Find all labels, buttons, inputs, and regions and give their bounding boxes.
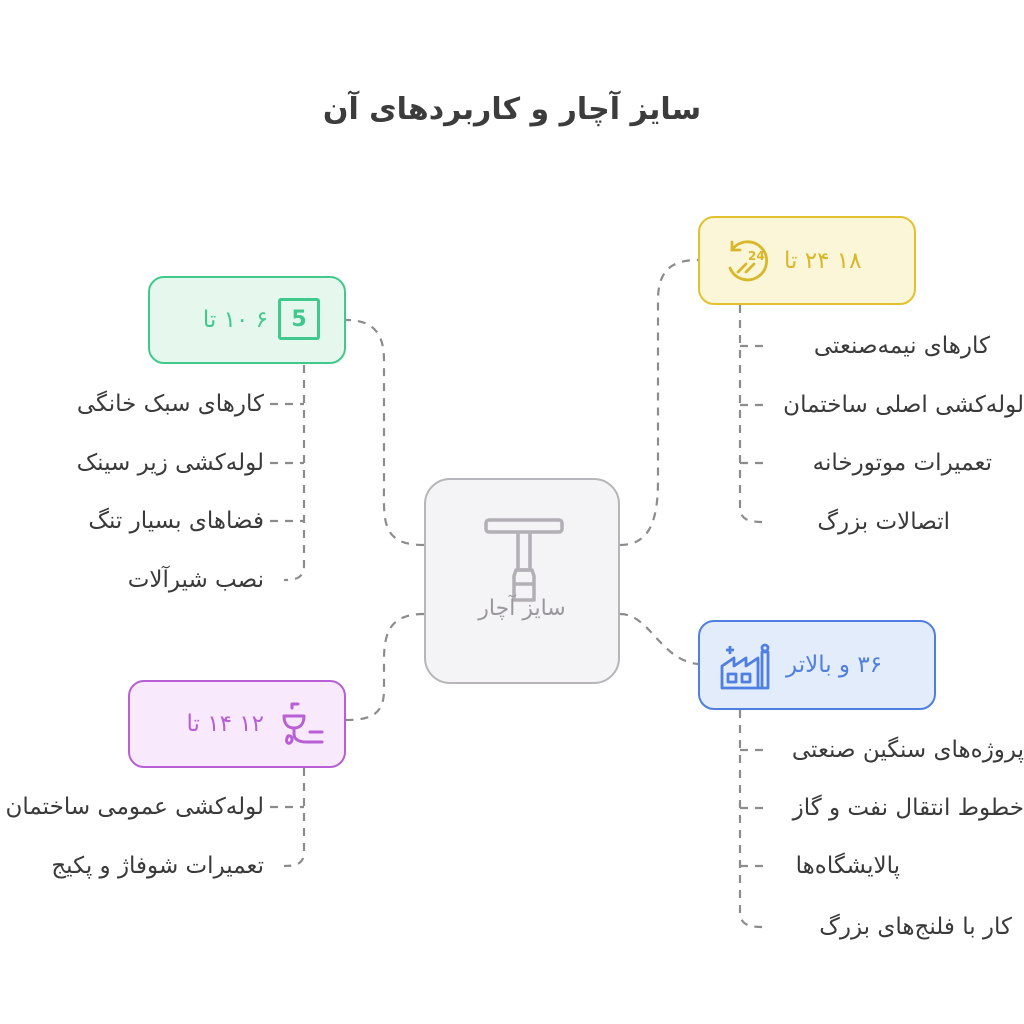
leaf-item: نصب شیرآلات bbox=[127, 567, 264, 593]
factory-icon bbox=[720, 643, 770, 690]
leaf-item: کارهای سبک خانگی bbox=[76, 391, 264, 417]
leaf-item: خطوط انتقال نفت و گاز bbox=[792, 795, 1024, 821]
leaf-item: کار با فلنج‌های بزرگ bbox=[819, 914, 1012, 940]
node-label-size-6-10: ۶ ۱۰ تا bbox=[202, 307, 268, 333]
leaf-item: تعمیرات شوفاژ و پکیج bbox=[51, 853, 264, 879]
24-hour-service-icon: 24 bbox=[728, 240, 768, 282]
leaf-item: لوله‌کشی اصلی ساختمان bbox=[783, 392, 1024, 418]
node-size-6-10: ۶ ۱۰ تا 5 bbox=[148, 276, 346, 364]
node-label-size-36-up: ۳۶ و بالاتر bbox=[786, 652, 883, 678]
t-wrench-icon bbox=[484, 518, 564, 602]
leaf-item: لوله‌کشی عمومی ساختمان bbox=[5, 794, 264, 820]
leaf-item: پروژه‌های سنگین صنعتی bbox=[791, 737, 1024, 763]
svg-text:24: 24 bbox=[748, 249, 765, 263]
leaf-item: تعمیرات موتورخانه bbox=[812, 450, 992, 476]
node-size-36-up: ۳۶ و بالاتر bbox=[698, 620, 936, 710]
center-node: سایز آچار bbox=[424, 478, 620, 684]
leaf-item: کارهای نیمه‌صنعتی bbox=[813, 333, 990, 359]
node-label-size-12-14: ۱۲ ۱۴ تا bbox=[186, 711, 264, 737]
number-five-icon: 5 bbox=[278, 298, 320, 340]
leaf-item: لوله‌کشی زیر سینک bbox=[76, 450, 264, 476]
leaf-item: فضاهای بسیار تنگ bbox=[88, 508, 264, 534]
number-five-icon-text: 5 bbox=[291, 306, 307, 332]
center-label: سایز آچار bbox=[478, 596, 566, 621]
leaf-item: اتصالات بزرگ bbox=[817, 509, 950, 535]
node-label-size-18-24: ۱۸ ۲۴ تا bbox=[784, 247, 862, 274]
node-size-12-14: ۱۲ ۱۴ تا bbox=[128, 680, 346, 768]
node-size-18-24: 24 ۱۸ ۲۴ تا bbox=[698, 216, 916, 305]
sink-pipe-icon bbox=[282, 702, 324, 745]
leaf-item: پالایشگاه‌ها bbox=[795, 853, 900, 879]
diagram-title: سایز آچار و کاربردهای آن bbox=[322, 92, 702, 127]
